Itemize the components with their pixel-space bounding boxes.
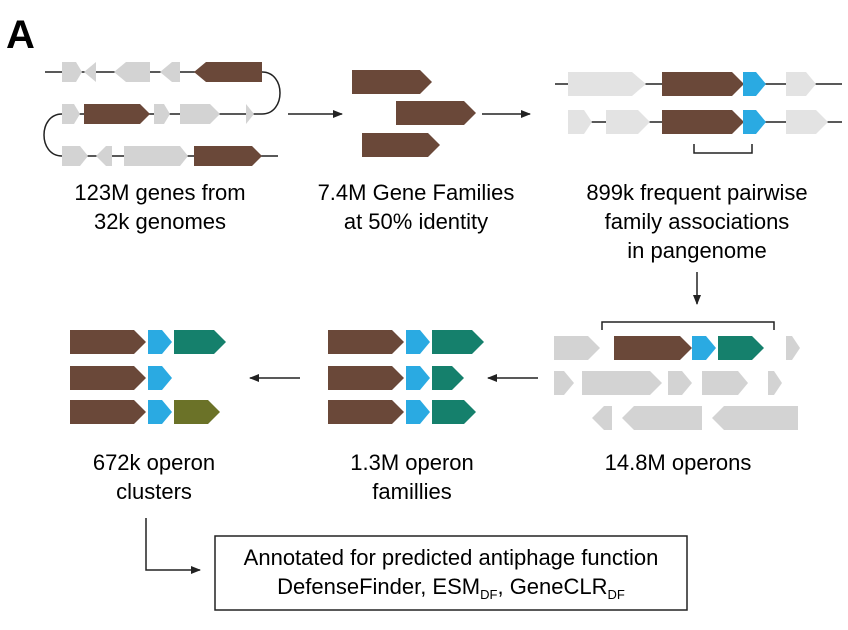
gene-brown <box>396 101 476 125</box>
annotation-tools-line: DefenseFinder, ESMDF, GeneCLRDF <box>277 574 625 602</box>
gene-gray <box>62 62 82 82</box>
gene-teal <box>432 366 464 390</box>
gene-brown <box>328 400 404 424</box>
gene-blue <box>406 330 430 354</box>
gene-gray <box>124 146 188 166</box>
gene-brown <box>70 330 146 354</box>
gene-lightgray <box>786 72 816 96</box>
gene-gray <box>96 146 112 166</box>
gene-teal <box>432 330 484 354</box>
operon-families <box>328 330 484 424</box>
gene-gray <box>154 104 170 124</box>
gene-brown <box>328 330 404 354</box>
step-operon-families-line1: 1.3M operon <box>350 450 474 475</box>
step-operons-line1: 14.8M operons <box>605 450 752 475</box>
step-associations-line1: 899k frequent pairwise <box>586 180 807 205</box>
annotation-box <box>214 535 688 611</box>
gene-gray <box>160 62 180 82</box>
gene-brown <box>70 366 146 390</box>
step-families-line2: at 50% identity <box>344 209 488 234</box>
gene-blue <box>692 336 716 360</box>
step-genes-line1: 123M genes from <box>74 180 245 205</box>
panel-label: A <box>6 13 35 57</box>
step-operon-families-line2: famillies <box>372 479 451 504</box>
gene-olive <box>174 400 220 424</box>
gene-lightgray <box>568 110 592 134</box>
gene-brown <box>352 70 432 94</box>
gene-gray <box>554 371 574 395</box>
gene-gray <box>786 336 800 360</box>
step-families-line1: 7.4M Gene Families <box>318 180 515 205</box>
genome-tracks <box>43 62 281 166</box>
flow-arrow-to-annotation <box>145 518 201 574</box>
gene-blue <box>406 400 430 424</box>
gene-gray <box>768 371 782 395</box>
gene-gray <box>62 146 88 166</box>
gene-gray <box>62 104 80 124</box>
gene-gray <box>622 406 702 430</box>
gene-teal <box>718 336 764 360</box>
gene-gray <box>554 336 600 360</box>
gene-lightgray <box>786 110 828 134</box>
tool-defensefinder-esm: DefenseFinder, ESM <box>277 574 480 599</box>
gene-blue <box>743 110 766 134</box>
gene-teal <box>174 330 226 354</box>
pangenome-tracks <box>555 72 842 154</box>
gene-blue <box>148 330 172 354</box>
gene-brown <box>328 366 404 390</box>
gene-lightgray <box>606 110 650 134</box>
gene-gray <box>668 371 692 395</box>
tool-esm-subscript: DF <box>480 587 497 602</box>
gene-gray <box>180 104 220 124</box>
operon-clusters <box>70 330 226 424</box>
gene-brown <box>70 400 146 424</box>
step-associations-line3: in pangenome <box>627 238 766 263</box>
gene-brown <box>84 104 150 124</box>
gene-teal <box>432 400 476 424</box>
step-associations-line2: family associations <box>605 209 790 234</box>
gene-gray <box>84 62 96 82</box>
gene-blue <box>743 72 766 96</box>
operon-bracket <box>601 321 775 330</box>
gene-brown <box>614 336 692 360</box>
association-bracket <box>693 144 753 154</box>
gene-brown <box>194 62 262 82</box>
step-operon-clusters-line1: 672k operon <box>93 450 215 475</box>
gene-gray <box>114 62 150 82</box>
annotation-line1: Annotated for predicted antiphage functi… <box>244 545 659 570</box>
gene-blue <box>148 400 172 424</box>
gene-gray <box>712 406 798 430</box>
gene-gray <box>702 371 748 395</box>
step-operon-clusters-line2: clusters <box>116 479 192 504</box>
gene-brown <box>194 146 262 166</box>
tool-geneclr: GeneCLR <box>510 574 608 599</box>
genome-wrap-connector <box>43 113 63 157</box>
gene-gray <box>246 104 254 124</box>
gene-brown <box>662 110 744 134</box>
gene-lightgray <box>568 72 646 96</box>
tool-geneclr-subscript: DF <box>608 587 625 602</box>
gene-families <box>352 70 476 157</box>
gene-gray <box>592 406 612 430</box>
gene-brown <box>362 133 440 157</box>
step-genes-line2: 32k genomes <box>94 209 226 234</box>
gene-gray <box>582 371 662 395</box>
genome-wrap-connector <box>261 71 281 115</box>
gene-brown <box>662 72 744 96</box>
gene-blue <box>406 366 430 390</box>
tool-separator: , <box>497 574 509 599</box>
operon-tracks <box>554 321 800 430</box>
gene-blue <box>148 366 172 390</box>
